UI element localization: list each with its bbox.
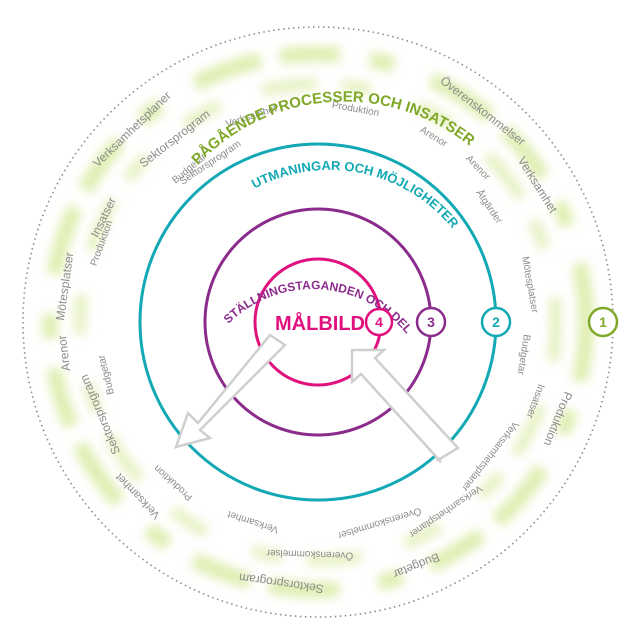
badge-2-number: 2 [492, 314, 500, 330]
malbild-label: MÅLBILD [275, 311, 365, 335]
ring2-word: Budgetar [515, 334, 532, 376]
badge-4-number: 4 [375, 314, 383, 330]
badge-3: 3 [415, 306, 447, 338]
ring2-word: Produktion [152, 462, 195, 502]
badge-3-number: 3 [427, 314, 435, 330]
outward-arrow [174, 333, 287, 449]
ring2-word: Verksamhet [226, 508, 280, 535]
badge-2: 2 [480, 306, 512, 338]
ring1-title-path: PÅGÅENDE PROCESSER OCH INSATSER [188, 89, 478, 169]
green-glow-band [42, 46, 594, 598]
ring1-word: Arenor [55, 334, 73, 371]
badge-1: 1 [587, 306, 619, 338]
ring2-word: Budgetar [96, 353, 117, 396]
ring1-title: PÅGÅENDE PROCESSER OCH INSATSER [188, 89, 478, 169]
badge-4: 4 [364, 307, 394, 337]
ring2-word: Överenskommelser [266, 547, 354, 562]
inward-arrow [350, 348, 460, 464]
ring2-title: UTMANINGAR OCH MÖJLIGHETER [249, 158, 462, 231]
ring2-title-path: UTMANINGAR OCH MÖJLIGHETER [249, 158, 462, 231]
ring2-word: Mötesplatser [519, 256, 540, 315]
badge-1-number: 1 [599, 314, 607, 330]
ring1-word: Budgetar [391, 550, 441, 581]
ring2-word: Åtgärder [473, 187, 506, 227]
